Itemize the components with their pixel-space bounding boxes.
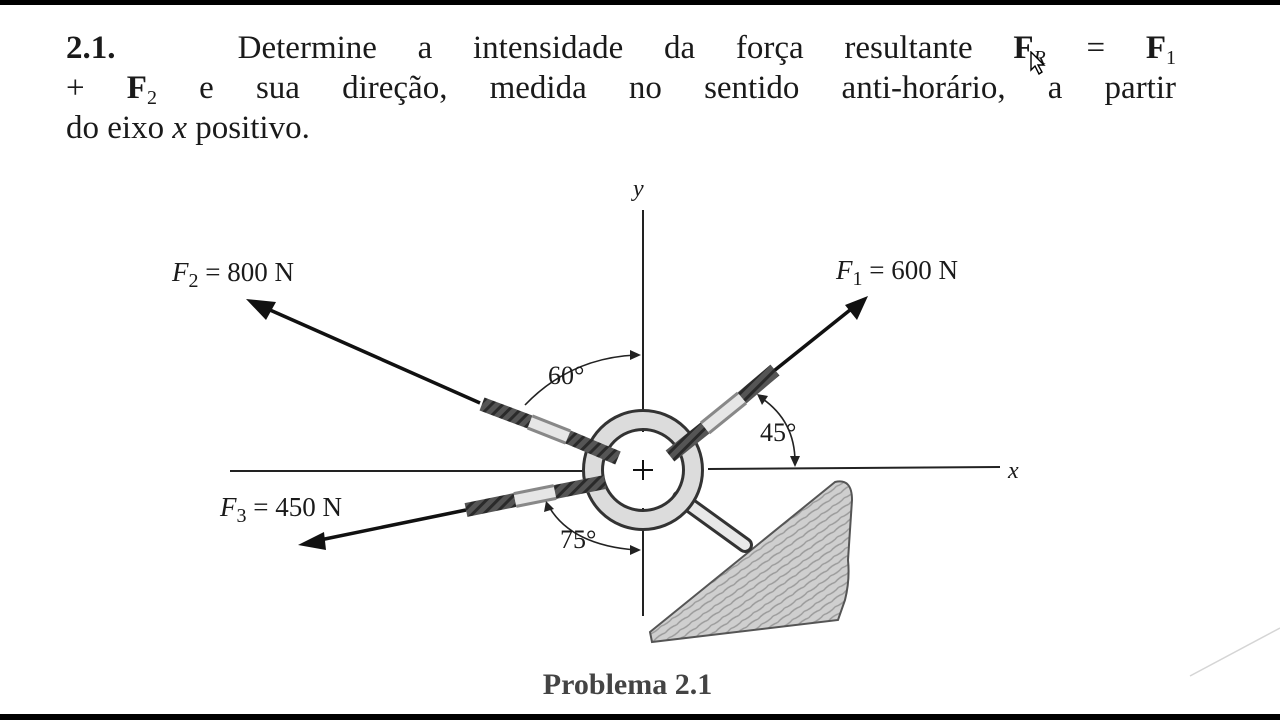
f2-symbol: F xyxy=(126,70,147,106)
problem-text-line-3a: do eixo xyxy=(66,110,165,146)
f2-arrow-line xyxy=(269,308,481,405)
angle-label-45: 45° xyxy=(760,418,797,447)
angle-arc-60 xyxy=(524,354,637,406)
f1-arrow-line xyxy=(768,308,852,376)
problem-text-line-2: e sua direção, medida no sentido anti-ho… xyxy=(199,70,1177,106)
problem-text-line-1: Determine a intensidade da força resulta… xyxy=(237,30,973,66)
equals-sign: = xyxy=(1086,30,1106,66)
problem-line-1: 2.1. Determine a intensidade da força re… xyxy=(66,28,1176,68)
f1-arrowhead xyxy=(845,296,868,320)
figure-caption: Problema 2.1 xyxy=(542,668,713,701)
problem-line-2: + F2 e sua direção, medida no sentido an… xyxy=(66,68,1176,108)
problem-text-line-3b: positivo. xyxy=(195,110,310,146)
f1-symbol: F xyxy=(1145,30,1166,66)
plus-sign: + xyxy=(66,70,85,106)
bottom-border xyxy=(0,714,1280,720)
angle-arc-75 xyxy=(547,504,637,551)
problem-statement: 2.1. Determine a intensidade da força re… xyxy=(66,28,1176,148)
wood-support xyxy=(648,480,854,644)
angle-arc-45 xyxy=(759,396,796,463)
angle-label-75: 75° xyxy=(560,525,597,554)
problem-line-3: do eixo x positivo. xyxy=(66,108,1176,148)
problem-number: 2.1. xyxy=(66,30,116,66)
mouse-pointer-icon xyxy=(1030,51,1046,75)
f2-label: F2 = 800 N xyxy=(172,257,294,292)
f1-subscript: 1 xyxy=(1166,47,1176,69)
f3-label: F3 = 450 N xyxy=(220,492,342,527)
f1-rope xyxy=(737,364,780,404)
f3-rope xyxy=(464,493,517,517)
resultant-symbol: F xyxy=(1013,30,1034,66)
f1-label: F1 = 600 N xyxy=(836,255,958,290)
f2-subscript: 2 xyxy=(146,87,157,109)
top-border xyxy=(0,0,1280,5)
y-axis-label: y xyxy=(633,176,644,202)
angle-label-60: 60° xyxy=(548,361,585,390)
x-axis-label: x xyxy=(1008,458,1019,484)
x-axis-right xyxy=(707,466,1001,470)
f3-arrowhead xyxy=(298,532,326,550)
f3-arrow-line xyxy=(319,508,467,542)
axis-variable: x xyxy=(172,110,187,146)
f2-rope xyxy=(479,397,533,429)
f2-arrowhead xyxy=(246,299,276,320)
